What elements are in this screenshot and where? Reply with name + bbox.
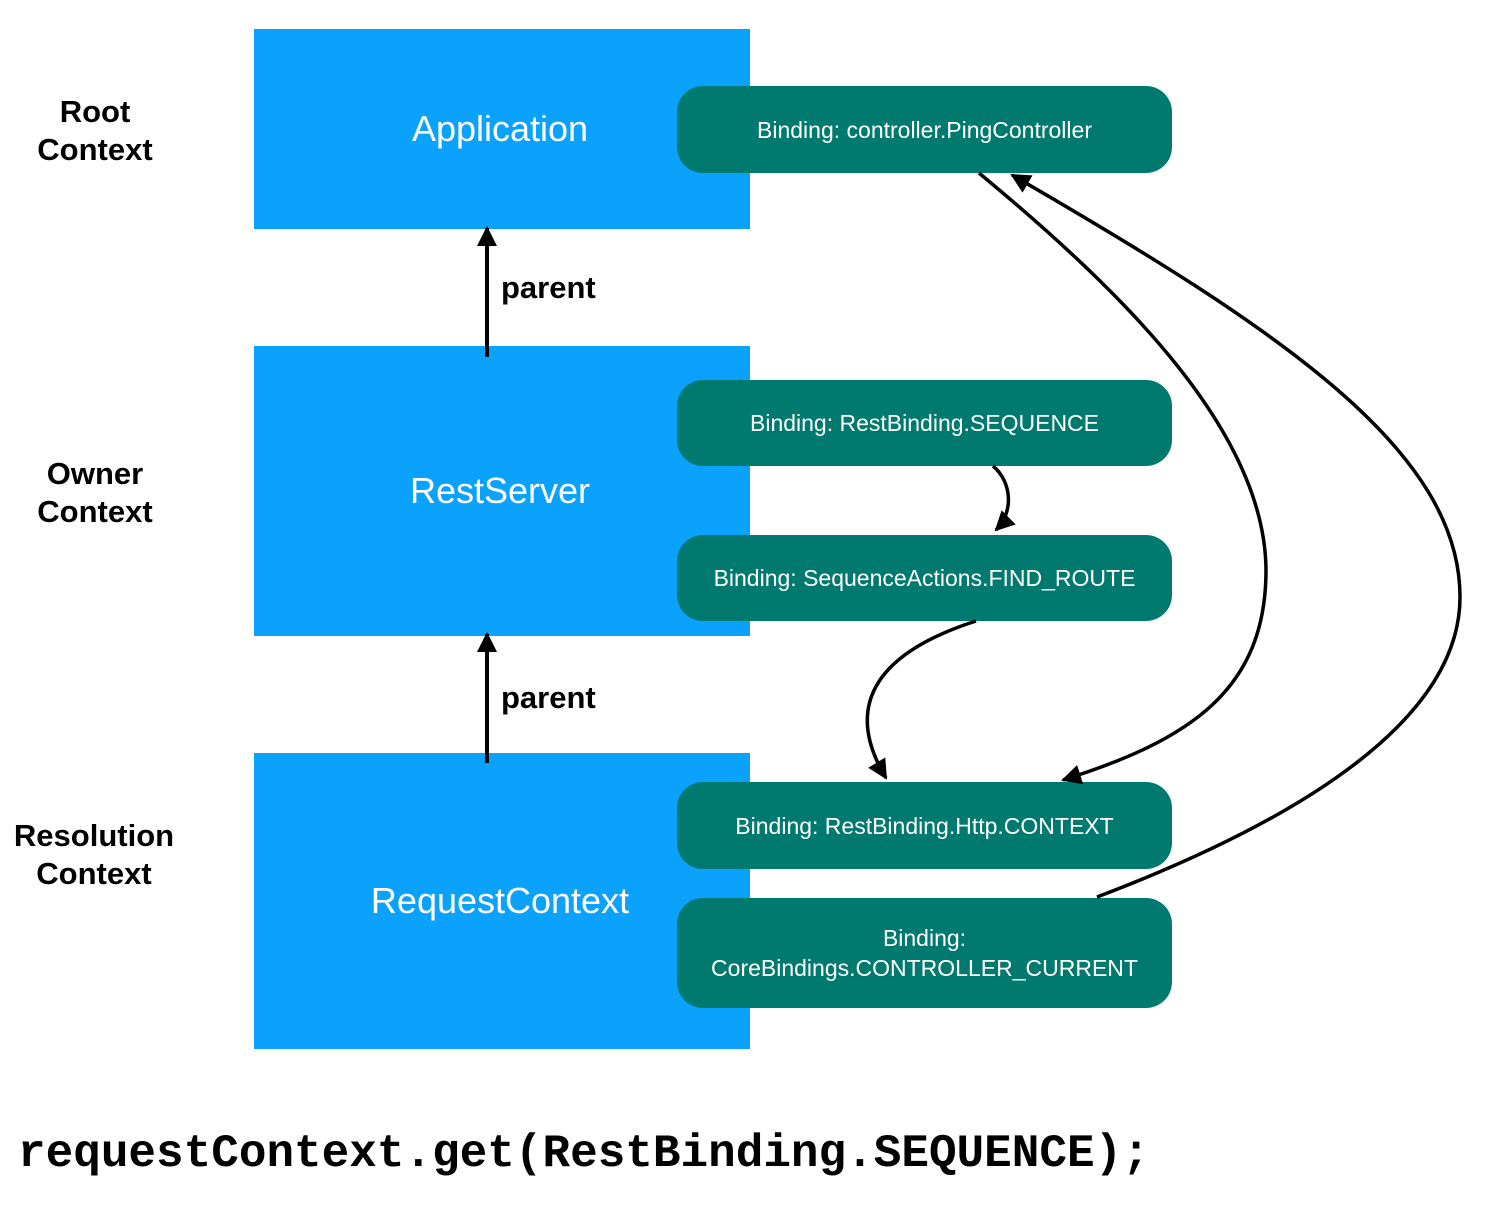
binding-find-route: Binding: SequenceActions.FIND_ROUTE	[677, 535, 1172, 621]
parent-edge-label-upper: parent	[501, 270, 596, 305]
binding-controller-current: Binding: CoreBindings.CONTROLLER_CURRENT	[677, 898, 1172, 1008]
root-context-label: Root Context	[30, 93, 160, 169]
arrow-ping-controller-to-http-context	[977, 171, 1268, 785]
binding-ping-controller: Binding: controller.PingController	[677, 86, 1172, 173]
root-context-label-line-1: Root	[59, 94, 131, 129]
parent-edge-label-lower: parent	[501, 680, 596, 715]
resolution-context-label: Resolution Context	[4, 817, 184, 893]
application-context-name: Application	[411, 108, 589, 149]
request-context-box: RequestContext	[254, 753, 750, 1049]
binding-controller-current-label-line-2: CoreBindings.CONTROLLER_CURRENT	[711, 955, 1138, 981]
owner-context-label-line-1: Owner	[46, 456, 144, 491]
binding-http-context-label: Binding: RestBinding.Http.CONTEXT	[735, 812, 1114, 839]
rest-server-context-name: RestServer	[409, 470, 591, 511]
binding-http-context: Binding: RestBinding.Http.CONTEXT	[677, 782, 1172, 869]
resolution-context-label-line-2: Context	[36, 856, 152, 891]
binding-find-route-label: Binding: SequenceActions.FIND_ROUTE	[713, 565, 1136, 591]
binding-ping-controller-label: Binding: controller.PingController	[757, 116, 1092, 143]
arrow-find-route-to-http-context	[865, 619, 977, 780]
owner-context-label-line-2: Context	[37, 494, 153, 529]
arrow-sequence-to-find-route	[991, 464, 1016, 532]
rest-server-context-box: RestServer	[254, 346, 750, 636]
resolution-context-label-line-1: Resolution	[13, 818, 175, 853]
binding-rest-sequence-label: Binding: RestBinding.SEQUENCE	[750, 410, 1099, 436]
arrow-controller-current-to-ping-controller	[1010, 173, 1462, 899]
request-context-name: RequestContext	[370, 880, 630, 921]
binding-controller-current-label-line-1: Binding:	[882, 925, 967, 951]
binding-rest-sequence: Binding: RestBinding.SEQUENCE	[677, 380, 1172, 466]
root-context-label-line-2: Context	[37, 132, 153, 167]
application-context-box: Application	[254, 29, 750, 229]
owner-context-label: Owner Context	[30, 455, 160, 531]
code-snippet: requestContext.get(RestBinding.SEQUENCE)…	[18, 1128, 1150, 1180]
